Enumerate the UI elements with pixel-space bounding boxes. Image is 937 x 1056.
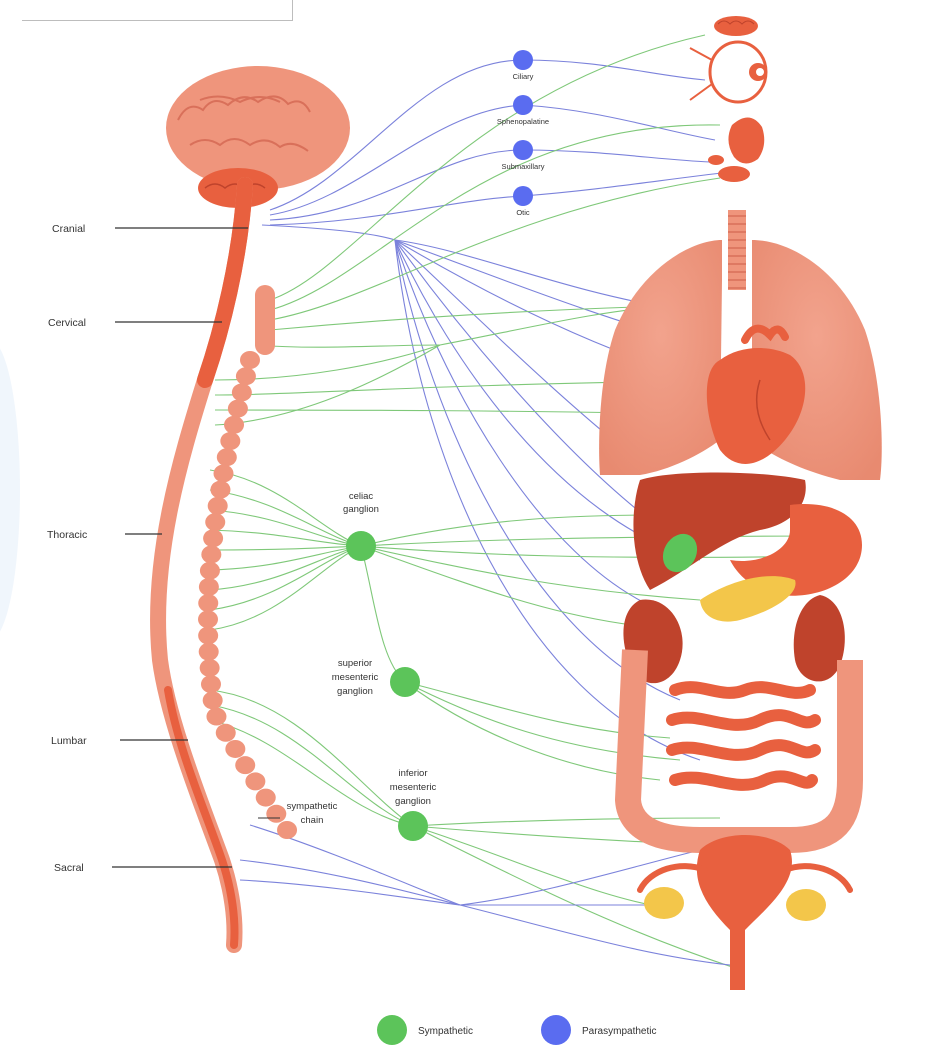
- sphenopalatine-ganglion-node: [513, 95, 533, 115]
- chain-ganglion-bead: [235, 756, 255, 774]
- legend-item-sympathetic: Sympathetic: [377, 1015, 473, 1045]
- chain-ganglion-bead: [228, 400, 248, 418]
- chain-ganglion-bead: [256, 789, 276, 807]
- chain-ganglion-bead: [198, 627, 218, 645]
- legend-label-parasympathetic: Parasympathetic: [582, 1026, 656, 1037]
- superior-mesenteric-ganglion-node: [390, 667, 420, 697]
- chain-ganglion-bead: [198, 610, 218, 628]
- chain-ganglion-bead: [216, 724, 236, 742]
- cervical-label: Cervical: [48, 317, 86, 329]
- superior-mesenteric-ganglion: superior mesenteric ganglion: [332, 658, 420, 697]
- sympathetic-chain-label-line2: chain: [301, 815, 324, 826]
- chain-ganglion-bead: [206, 708, 226, 726]
- thoracic-label: Thoracic: [47, 529, 87, 541]
- chain-ganglion-bead: [203, 691, 223, 709]
- sympathetic-chain-label-line1: sympathetic: [287, 801, 338, 812]
- chain-ganglion-bead: [205, 513, 225, 531]
- inferior-mesenteric-label-line1: inferior: [398, 768, 427, 779]
- chain-ganglion-bead: [277, 821, 297, 839]
- legend-item-parasympathetic: Parasympathetic: [541, 1015, 656, 1045]
- brain: [166, 66, 350, 208]
- salivary-glands: [708, 117, 764, 182]
- chain-ganglion-bead: [232, 383, 252, 401]
- chain-ganglion-bead: [214, 464, 234, 482]
- submaxillary-ganglion-label: Submaxillary: [502, 162, 545, 171]
- superior-mesenteric-label-line2: mesenteric: [332, 672, 379, 683]
- chain-ganglion-bead: [199, 578, 219, 596]
- sacral-label: Sacral: [54, 862, 84, 874]
- chain-ganglion-bead: [200, 659, 220, 677]
- spinal-cord: [158, 185, 245, 945]
- superior-mesenteric-label-line3: ganglion: [337, 686, 373, 697]
- chain-cervical-segment: [255, 285, 275, 355]
- inferior-mesenteric-label-line2: mesenteric: [390, 782, 437, 793]
- superior-mesenteric-label-line1: superior: [338, 658, 372, 669]
- inferior-mesenteric-ganglion-node: [398, 811, 428, 841]
- chain-ganglion-bead: [245, 772, 265, 790]
- legend: Sympathetic Parasympathetic: [377, 1015, 656, 1045]
- legend-swatch-parasympathetic: [541, 1015, 571, 1045]
- chain-ganglion-bead: [200, 562, 220, 580]
- sphenopalatine-ganglion-label: Sphenopalatine: [497, 117, 549, 126]
- cranial-label: Cranial: [52, 223, 85, 235]
- chain-ganglion-bead: [266, 805, 286, 823]
- uterus-and-ovaries: [640, 835, 850, 990]
- legend-label-sympathetic: Sympathetic: [418, 1026, 473, 1037]
- chain-ganglion-bead: [198, 594, 218, 612]
- chain-ganglion-bead: [210, 481, 230, 499]
- chain-ganglion-bead: [201, 675, 221, 693]
- chain-ganglion-bead: [220, 432, 240, 450]
- trachea: [728, 210, 746, 290]
- otic-ganglion-label: Otic: [516, 208, 530, 217]
- chain-ganglion-bead: [236, 367, 256, 385]
- celiac-ganglion: celiac ganglion: [343, 491, 379, 561]
- ciliary-ganglion-node: [513, 50, 533, 70]
- chain-ganglion-bead: [224, 416, 244, 434]
- inferior-mesenteric-ganglion: inferior mesenteric ganglion: [390, 768, 437, 841]
- eye: [690, 42, 767, 102]
- lumbar-label: Lumbar: [51, 735, 87, 747]
- inferior-mesenteric-label-line3: ganglion: [395, 796, 431, 807]
- chain-ganglion-bead: [225, 740, 245, 758]
- submaxillary-ganglion-node: [513, 140, 533, 160]
- celiac-ganglion-node: [346, 531, 376, 561]
- chain-ganglion-bead: [208, 497, 228, 515]
- celiac-label-line2: ganglion: [343, 504, 379, 515]
- ciliary-ganglion-label: Ciliary: [513, 72, 534, 81]
- lacrimal-gland: [714, 16, 758, 36]
- small-intestine: [672, 687, 815, 785]
- legend-swatch-sympathetic: [377, 1015, 407, 1045]
- otic-ganglion-node: [513, 186, 533, 206]
- chain-ganglion-bead: [199, 643, 219, 661]
- chain-ganglion-bead: [240, 351, 260, 369]
- chain-ganglion-bead: [203, 529, 223, 547]
- celiac-label-line1: celiac: [349, 491, 374, 502]
- chain-ganglion-bead: [217, 448, 237, 466]
- pancreas: [700, 576, 796, 621]
- chain-ganglion-bead: [201, 545, 221, 563]
